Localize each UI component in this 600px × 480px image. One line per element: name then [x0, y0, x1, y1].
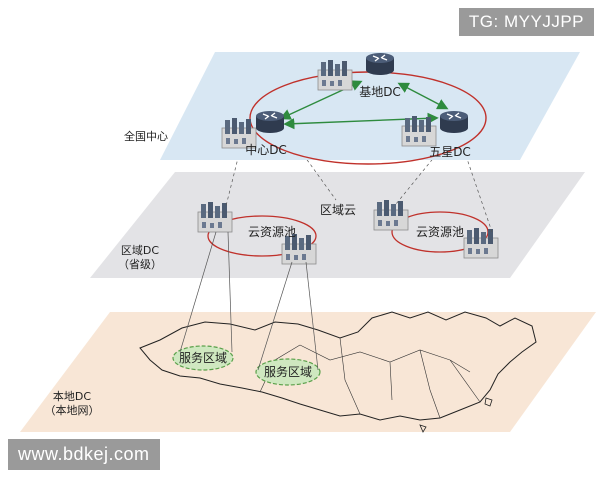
star-dc-label: 五星DC [429, 145, 471, 159]
service-area-2 [255, 358, 321, 386]
server-rack-icon [463, 227, 499, 259]
regional-cloud-label: 区域云 [320, 203, 356, 217]
center-dc-label: 中心DC [245, 142, 287, 157]
service-area-1 [172, 345, 234, 371]
national-layer-label: 全国中心 [124, 129, 168, 143]
watermark-top: TG: MYYJJPP [458, 8, 594, 36]
local-layer-sublabel: （本地网） [45, 403, 100, 417]
national-layer: 基地DC 中心DC 五星DC 全国中心 [124, 52, 580, 165]
regional-layer: 云资源池 云资源池 区域云 区域DC （省级） [90, 172, 585, 278]
router-icon [365, 52, 395, 76]
resource-pool-ring-1 [207, 215, 317, 257]
base-dc-label: 基地DC [359, 85, 401, 99]
link-center-star [283, 112, 439, 130]
server-rack-icon [373, 199, 409, 231]
inter-layer-links [179, 149, 493, 371]
local-layer: 服务区域 服务区域 本地DC （本地网） [20, 311, 596, 433]
router-icon [439, 110, 469, 134]
resource-pool-label-2: 云资源池 [416, 225, 464, 239]
local-layer-label: 本地DC [53, 389, 91, 403]
national-plane [160, 52, 580, 160]
service-area-label-1: 服务区域 [179, 350, 227, 365]
service-area-label-2: 服务区域 [264, 364, 312, 379]
regional-plane [90, 172, 585, 278]
link-base-star [397, 82, 449, 110]
server-rack-icon [317, 59, 353, 91]
watermark-bottom: www.bdkej.com [8, 439, 160, 470]
server-rack-icon [401, 115, 437, 147]
server-rack-icon [197, 201, 233, 233]
regional-layer-label: 区域DC [121, 244, 159, 257]
router-icon [255, 110, 285, 134]
resource-pool-label-1: 云资源池 [248, 225, 296, 239]
china-map-outline [139, 311, 537, 421]
regional-layer-sublabel: （省级） [118, 258, 162, 271]
